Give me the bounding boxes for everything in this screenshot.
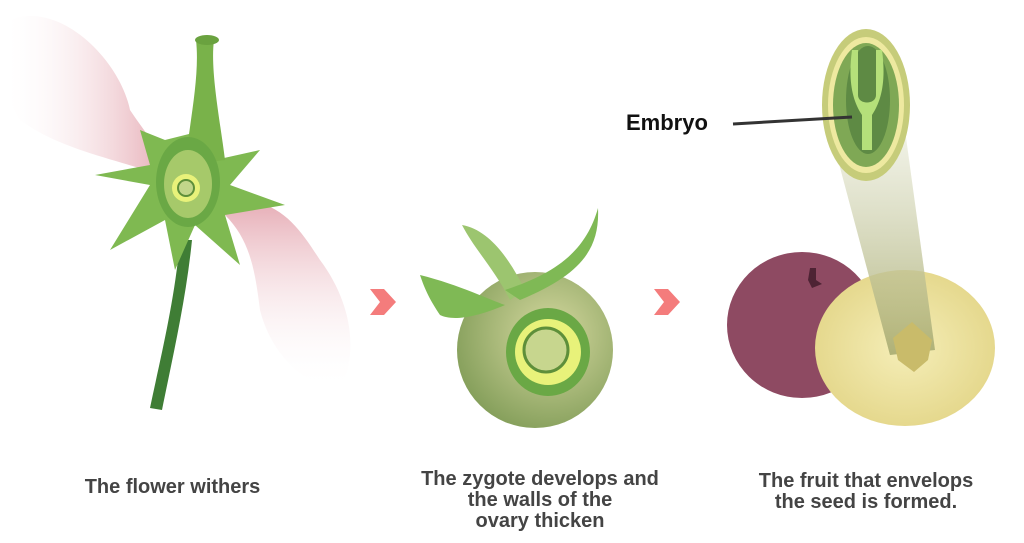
fruit-with-seed	[727, 29, 995, 426]
caption-line: The fruit that envelops	[758, 470, 974, 492]
stem	[150, 240, 192, 410]
seed	[893, 322, 932, 372]
arrow-icon	[654, 289, 680, 315]
petal-lower-right	[225, 199, 351, 390]
caption-line: the seed is formed.	[774, 491, 958, 513]
withering-flower	[1, 16, 351, 410]
caption-stage-2: The zygote develops and the walls of the…	[380, 469, 700, 532]
magnify-beam	[830, 130, 935, 355]
caption-stage-1: The flower withers	[84, 476, 261, 498]
caption-line: The zygote develops and	[421, 468, 659, 490]
arrow-icon	[370, 289, 396, 315]
embryo-label: Embryo	[626, 110, 708, 135]
embryo-pointer-line	[732, 115, 853, 126]
caption-line: ovary thicken	[475, 510, 605, 532]
embryo	[850, 50, 884, 150]
caption-stage-3: The fruit that envelops the seed is form…	[716, 471, 1016, 513]
developing-ovary	[420, 208, 613, 428]
caption-line: the walls of the	[467, 489, 613, 511]
petal-upper-left	[1, 16, 163, 175]
style	[185, 40, 225, 165]
